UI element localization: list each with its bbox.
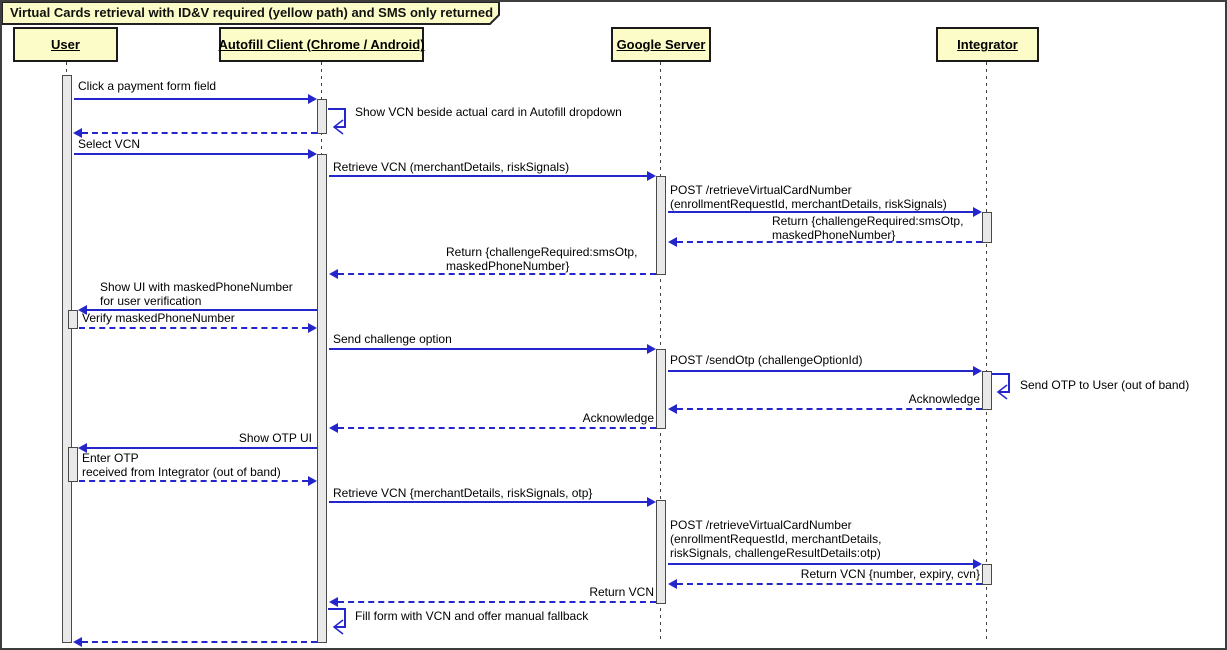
self-message-hook: [328, 108, 346, 135]
arrow-shaft: [329, 501, 647, 503]
arrow-shaft: [338, 427, 656, 429]
message-label: Retrieve VCN (merchantDetails, riskSigna…: [333, 160, 570, 174]
message-label: Send challenge option: [333, 332, 452, 346]
arrowhead-left: [329, 597, 338, 607]
label-line-2: for user verification: [100, 294, 202, 308]
self-message-hook: [328, 608, 346, 635]
arrowhead-right: [973, 207, 982, 217]
diagram-title-frame: Virtual Cards retrieval with ID&V requir…: [1, 1, 503, 31]
arrowhead-right: [647, 171, 656, 181]
arrow-shaft: [668, 370, 973, 372]
label-line-1: POST /retrieveVirtualCardNumber: [670, 518, 852, 532]
arrowhead-right: [973, 366, 982, 376]
participant-integrator: Integrator: [936, 27, 1039, 62]
label-line-1: Show UI with maskedPhoneNumber: [100, 280, 293, 294]
arrowhead-right: [308, 94, 317, 104]
message-label: POST /sendOtp (challengeOptionId): [670, 353, 863, 367]
diagram-title: Virtual Cards retrieval with ID&V requir…: [10, 5, 494, 20]
arrowhead-right: [308, 323, 317, 333]
arrowhead-left: [668, 579, 677, 589]
message-label: Enter OTP received from Integrator (out …: [82, 451, 281, 479]
label-line-3: riskSignals, challengeResultDetails:otp): [670, 546, 881, 560]
arrow-shaft: [82, 132, 317, 134]
activation-integrator-1: [982, 212, 992, 243]
message-label: Return {challengeRequired:smsOtp, masked…: [446, 245, 637, 273]
arrowhead-left: [329, 269, 338, 279]
label-line-2: received from Integrator (out of band): [82, 465, 281, 479]
message-label: Show UI with maskedPhoneNumber for user …: [100, 280, 293, 308]
message-label: Return VCN: [589, 585, 654, 599]
message-label: Verify maskedPhoneNumber: [82, 311, 235, 325]
activation-integrator-2: [982, 371, 992, 410]
arrow-shaft: [74, 153, 308, 155]
label-line-2: maskedPhoneNumber}: [446, 259, 570, 273]
arrow-shaft: [74, 98, 308, 100]
arrow-shaft: [79, 480, 308, 482]
arrow-shaft: [87, 309, 317, 311]
message-label: Return {challengeRequired:smsOtp, masked…: [772, 214, 963, 242]
message-label: POST /retrieveVirtualCardNumber (enrollm…: [670, 183, 947, 211]
activation-google-3: [656, 500, 666, 604]
self-message-hook: [992, 373, 1010, 400]
arrowhead-left: [668, 404, 677, 414]
title-pentagon-shape: [1, 1, 500, 25]
arrowhead-right: [647, 344, 656, 354]
arrowhead-right: [973, 559, 982, 569]
message-label: Click a payment form field: [78, 79, 217, 93]
label-line-2: (enrollmentRequestId, merchantDetails,: [670, 532, 882, 546]
participant-autofill-client: Autofill Client (Chrome / Android): [218, 27, 425, 62]
arrow-shaft: [79, 327, 308, 329]
message-label: Show OTP UI: [238, 431, 312, 445]
label-line-2: (enrollmentRequestId, merchantDetails, r…: [670, 197, 947, 211]
message-label: Retrieve VCN {merchantDetails, riskSigna…: [333, 486, 593, 500]
message-label: POST /retrieveVirtualCardNumber (enrollm…: [670, 518, 881, 560]
activation-integrator-3: [982, 564, 992, 585]
arrowhead-right: [647, 497, 656, 507]
activation-user-nested-1: [68, 310, 78, 329]
message-label: Send OTP to User (out of band): [1020, 378, 1190, 392]
arrow-shaft: [329, 348, 647, 350]
arrowhead-left: [73, 637, 82, 647]
activation-user-nested-2: [68, 447, 78, 482]
lifeline-integrator: [986, 62, 987, 643]
arrow-shaft: [677, 408, 982, 410]
activation-google-2: [656, 349, 666, 429]
arrow-shaft: [668, 211, 973, 213]
arrowhead-left: [78, 443, 87, 453]
label-line-1: Return {challengeRequired:smsOtp,: [446, 245, 638, 259]
message-label: Show VCN beside actual card in Autofill …: [355, 105, 622, 119]
arrowhead-left: [73, 128, 82, 138]
activation-google-1: [656, 176, 666, 275]
activation-user-main: [62, 75, 72, 643]
message-label: Acknowledge: [582, 411, 654, 425]
label-line-2: maskedPhoneNumber}: [772, 228, 896, 242]
activation-autofill-2: [317, 154, 327, 643]
arrow-shaft: [87, 447, 317, 449]
arrow-shaft: [338, 601, 656, 603]
arrowhead-right: [308, 149, 317, 159]
arrow-shaft: [668, 563, 973, 565]
participant-google-server: Google Server: [611, 27, 711, 62]
participant-user: User: [13, 27, 118, 62]
arrow-shaft: [677, 583, 982, 585]
label-line-1: POST /retrieveVirtualCardNumber: [670, 183, 852, 197]
label-line-1: Enter OTP: [82, 451, 139, 465]
label-line-1: Return {challengeRequired:smsOtp,: [772, 214, 964, 228]
message-label: Select VCN: [78, 137, 141, 151]
message-label: Fill form with VCN and offer manual fall…: [355, 609, 589, 623]
arrow-shaft: [82, 641, 317, 643]
arrow-shaft: [338, 273, 656, 275]
arrowhead-right: [308, 476, 317, 486]
message-label: Acknowledge: [908, 392, 980, 406]
activation-autofill-1: [317, 99, 327, 134]
message-label: Return VCN {number, expiry, cvn}: [800, 567, 980, 581]
arrow-shaft: [329, 175, 647, 177]
arrowhead-left: [329, 423, 338, 433]
arrowhead-left: [78, 305, 87, 315]
arrow-shaft: [677, 241, 982, 243]
arrowhead-left: [668, 237, 677, 247]
